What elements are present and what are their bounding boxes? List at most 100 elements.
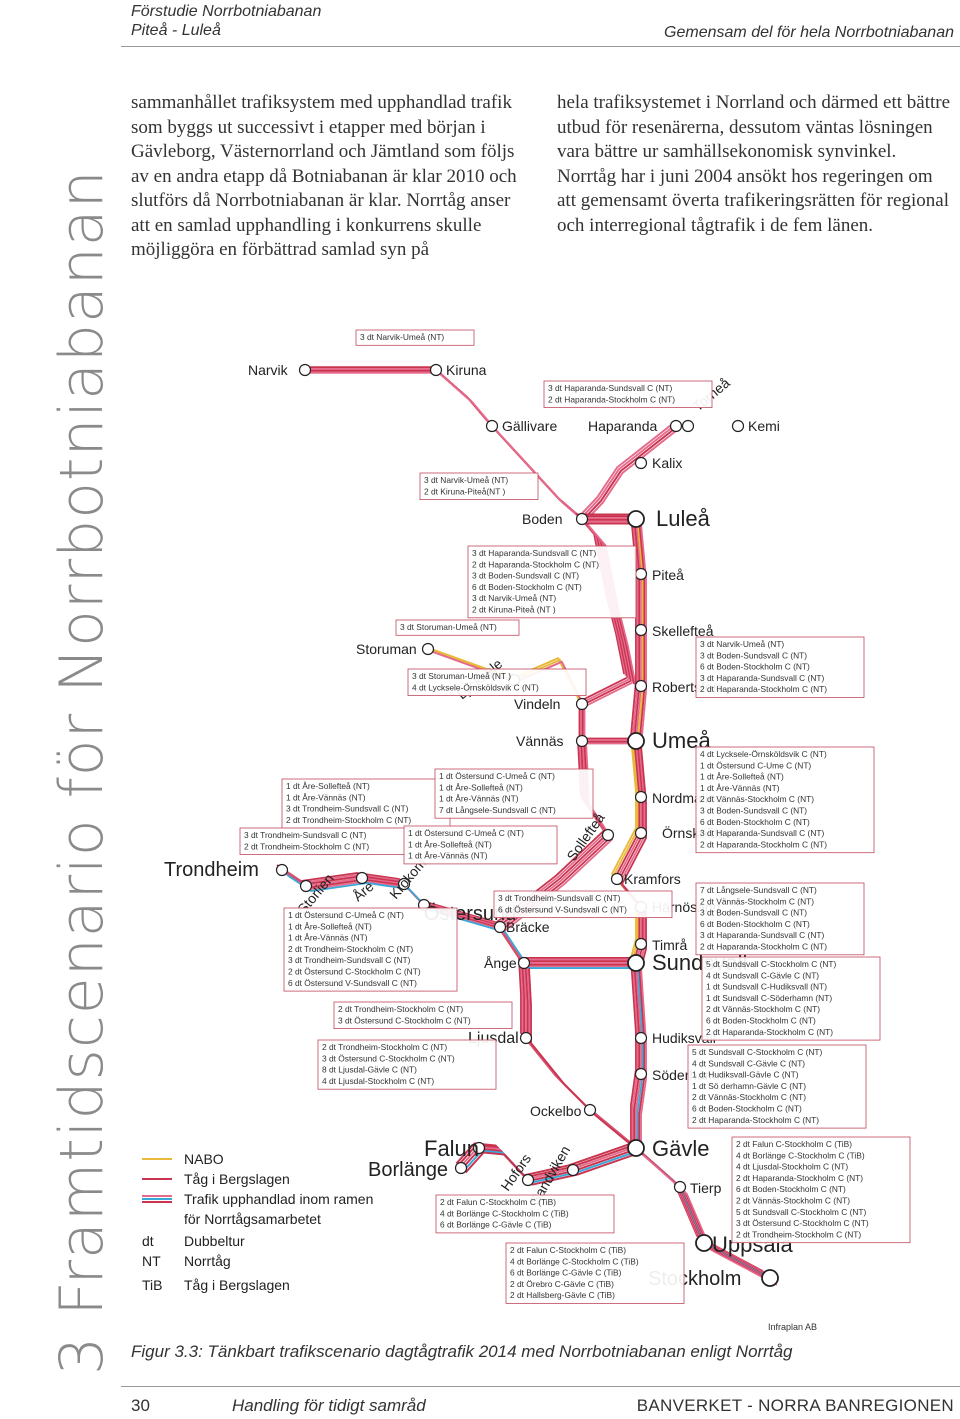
service-line: 2 dt Haparanda-Stockholm C (NT) — [706, 1027, 833, 1037]
service-box-kramfors: 7 dt Långsele-Sundsvall C (NT)2 dt Vännä… — [695, 882, 865, 956]
station-vannas — [575, 734, 589, 748]
station-skelleftea — [634, 623, 648, 637]
service-line: 5 dt Sundsvall C-Stockholm C (NT) — [692, 1047, 823, 1057]
legend-label-bergslagen_line: Tåg i Bergslagen — [184, 1171, 290, 1187]
station-soderhamn — [634, 1067, 648, 1081]
station-timra — [634, 937, 648, 951]
header-section: Piteå - Luleå — [131, 22, 221, 39]
service-line: 4 dt Ljusdal-Stockholm C (NT) — [736, 1162, 848, 1172]
service-box-frame — [505, 1242, 685, 1304]
line-bergslagen-strand — [464, 1151, 641, 1186]
station-hudiksvall — [634, 1031, 648, 1045]
legend-label-upphandlad_1: Trafik upphandlad inom ramen — [184, 1191, 373, 1207]
station-trondheim — [275, 863, 289, 877]
label-ockelbo: Ockelbo — [530, 1103, 582, 1119]
station-are — [355, 871, 369, 885]
service-box-frame — [403, 825, 558, 865]
service-box-frame — [395, 619, 520, 636]
service-line: 3 dt Trondheim-Sundsvall C (NT) — [286, 804, 409, 814]
service-box-frame — [543, 380, 713, 409]
header-project: Förstudie Norrbotniabanan — [131, 3, 322, 20]
label-kramfors: Kramfors — [624, 871, 681, 887]
station-hofors — [521, 1173, 535, 1187]
service-box-frame — [695, 746, 875, 854]
line-norrbotniabanan-strand — [640, 523, 647, 747]
station-robertsfors — [634, 679, 648, 693]
label-falun: Falun — [424, 1136, 479, 1161]
station-tierp — [673, 1180, 687, 1194]
service-box-frame — [695, 882, 865, 956]
station-markers — [275, 363, 779, 1287]
service-line: 6 dt Boden-Stockholm C (NT) — [700, 662, 810, 672]
service-box-frame — [701, 956, 881, 1041]
service-box-vannas: 1 dt Östersund C-Umeå C (NT)1 dt Åre-Sol… — [434, 768, 594, 819]
station-kiruna — [429, 363, 443, 377]
footer-document: Handling för tidigt samråd — [232, 1396, 426, 1415]
body-text-right: hela trafiksystemet i Norrland och därme… — [557, 92, 951, 236]
label-vindeln: Vindeln — [514, 696, 560, 712]
station-gavle — [627, 1139, 645, 1157]
service-box-frame — [333, 1001, 513, 1030]
service-box-boden: 3 dt Haparanda-Sundsvall C (NT)2 dt Hapa… — [467, 545, 637, 619]
station-ljusdal — [519, 1031, 533, 1045]
station-storuman — [421, 642, 435, 656]
station-narvik — [298, 363, 312, 377]
service-box-haparanda_top: 3 dt Haparanda-Sundsvall C (NT)2 dt Hapa… — [543, 380, 713, 409]
service-line: 2 dt Haparanda-Stockholm C (NT) — [472, 559, 599, 569]
service-line: 2 dt Haparanda-Stockholm C (NT) — [700, 942, 827, 952]
station-lulea — [627, 510, 645, 528]
service-line: 4 dt Ljusdal-Stockholm C (NT) — [322, 1076, 434, 1086]
line-ostkustbanan-strand — [640, 967, 647, 1154]
service-line: 2 dt Haparanda-Stockholm C (NT) — [692, 1115, 819, 1125]
line-botniabanan-strand — [621, 745, 647, 969]
service-line: 4 dt Lycksele-Örnsköldsvik C (NT) — [700, 749, 827, 759]
station-sundsvall — [627, 954, 645, 972]
line-vannas-strand — [581, 680, 637, 743]
service-box-frame — [281, 778, 451, 829]
service-line: 7 dt Långsele-Sundsvall C (NT) — [439, 805, 556, 815]
service-line: 3 dt Trondheim-Sundsvall C (NT) — [498, 893, 621, 903]
service-box-bracke: 3 dt Trondheim-Sundsvall C (NT)6 dt Öste… — [493, 890, 673, 919]
service-line: 1 dt Åre-Vännäs (NT) — [439, 794, 519, 804]
service-line: 3 dt Narvik-Umeå (NT) — [472, 593, 556, 603]
footer-divider — [121, 1386, 960, 1387]
service-line: 6 dt Boden-Stockholm C (NT) — [700, 817, 810, 827]
label-bracke: Bräcke — [506, 919, 550, 935]
label-gallivare: Gällivare — [502, 418, 557, 434]
service-line: 2 dt Falun C-Stockholm C (TiB) — [440, 1197, 556, 1207]
service-line: 5 dt Sundsvall C-Stockholm C (NT) — [706, 959, 837, 969]
service-box-frame — [355, 329, 475, 346]
legend-abbr-tib: TiB — [142, 1277, 162, 1293]
line-haparandabanan-strand — [582, 426, 678, 521]
label-hudiksvall: Hudiksvall — [652, 1030, 716, 1046]
station-vindeln — [575, 697, 589, 711]
line-haparandabanan-strand — [578, 422, 674, 517]
legend-label-upphandlad_2: för Norrtågsamarbetet — [184, 1211, 321, 1227]
service-line: 1 dt Åre-Sollefteå (NT) — [408, 839, 492, 849]
legend-label-nabo: NABO — [184, 1151, 224, 1167]
service-box-skelleftea: 3 dt Narvik-Umeå (NT)3 dt Boden-Sundsval… — [695, 636, 865, 698]
service-line: 3 dt Boden-Sundsvall C (NT) — [700, 650, 807, 660]
service-line: 1 dt Åre-Vännäs (NT) — [408, 851, 488, 861]
station-haparanda — [669, 419, 683, 433]
service-line: 6 dt Östersund V-Sundsvall C (NT) — [288, 978, 417, 988]
service-box-frame — [435, 1194, 615, 1234]
service-box-frame — [407, 668, 587, 697]
station-krokom — [397, 877, 411, 891]
service-line: 3 dt Boden-Sundsvall C (NT) — [700, 908, 807, 918]
header-divider — [121, 46, 960, 47]
service-box-frame — [317, 1039, 497, 1090]
line-ostkustbanan-strand — [630, 957, 637, 1143]
station-borlange — [454, 1161, 468, 1175]
service-box-frame — [493, 890, 673, 919]
service-line: 1 dt Åre-Vännäs (NT) — [288, 933, 368, 943]
service-line: 6 dt Boden-Stockholm C (NT) — [736, 1184, 846, 1194]
service-boxes: 3 dt Narvik-Umeå (NT)3 dt Haparanda-Sund… — [239, 329, 911, 1304]
service-box-ange: 2 dt Trondheim-Stockholm C (NT)3 dt Öste… — [333, 1001, 513, 1030]
service-line: 1 dt Sundsvall C-Hudiksvall (NT) — [706, 982, 827, 992]
service-box-frame — [419, 472, 539, 501]
page-number: 30 — [131, 1396, 150, 1415]
service-line: 4 dt Borlänge C-Stockholm C (TiB) — [440, 1208, 569, 1218]
service-box-frame — [731, 1136, 911, 1244]
service-line: 8 dt Ljusdal-Gävle C (NT) — [322, 1065, 417, 1075]
